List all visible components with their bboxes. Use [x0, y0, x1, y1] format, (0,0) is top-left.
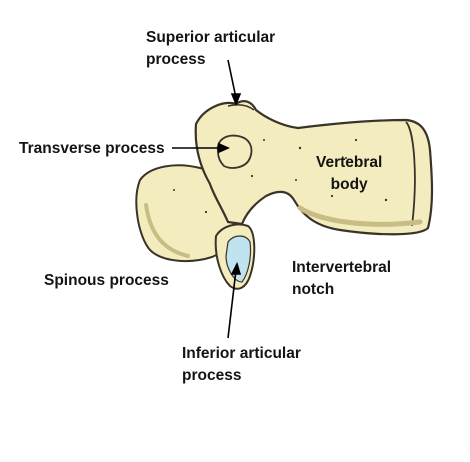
label-intervertebral-line1: Intervertebral — [292, 259, 392, 276]
label-inferior-articular-line1: Inferior articular — [182, 345, 301, 362]
inferior-articular-arrowhead — [230, 261, 242, 275]
transverse-process-arrowhead — [218, 142, 230, 154]
label-spinous-process: Spinous process — [44, 272, 169, 289]
superior-articular-arrowhead — [230, 93, 242, 107]
superior-articular-pointer — [227, 59, 237, 99]
label-inferior-articular-line2: process — [182, 367, 242, 384]
label-vertebral-body-line1: Vertebral — [316, 154, 383, 171]
leader-lines — [172, 59, 242, 339]
label-superior-articular-line2: process — [146, 51, 206, 68]
label-vertebral-body-line2: body — [330, 176, 368, 193]
label-intervertebral-line2: notch — [292, 281, 335, 298]
bone-texture-dots — [173, 138, 388, 214]
label-vertebral-body: Vertebral body — [316, 152, 382, 196]
label-intervertebral-notch: Intervertebral notch — [292, 257, 391, 301]
transverse-process-shape — [216, 134, 253, 169]
superior-articular-detail — [227, 104, 255, 111]
label-transverse-process: Transverse process — [19, 140, 165, 157]
inferior-articular-pointer — [227, 269, 237, 339]
label-superior-articular-line1: Superior articular — [146, 29, 276, 46]
vertebral-body-rim-shadow — [297, 205, 423, 227]
label-superior-articular-process: Superior articular process — [146, 27, 275, 71]
label-inferior-articular-process: Inferior articular process — [182, 343, 301, 387]
vertebral-body-rim — [405, 121, 416, 227]
inferior-articular-facet — [225, 235, 252, 283]
spinous-process-shading — [144, 203, 190, 258]
